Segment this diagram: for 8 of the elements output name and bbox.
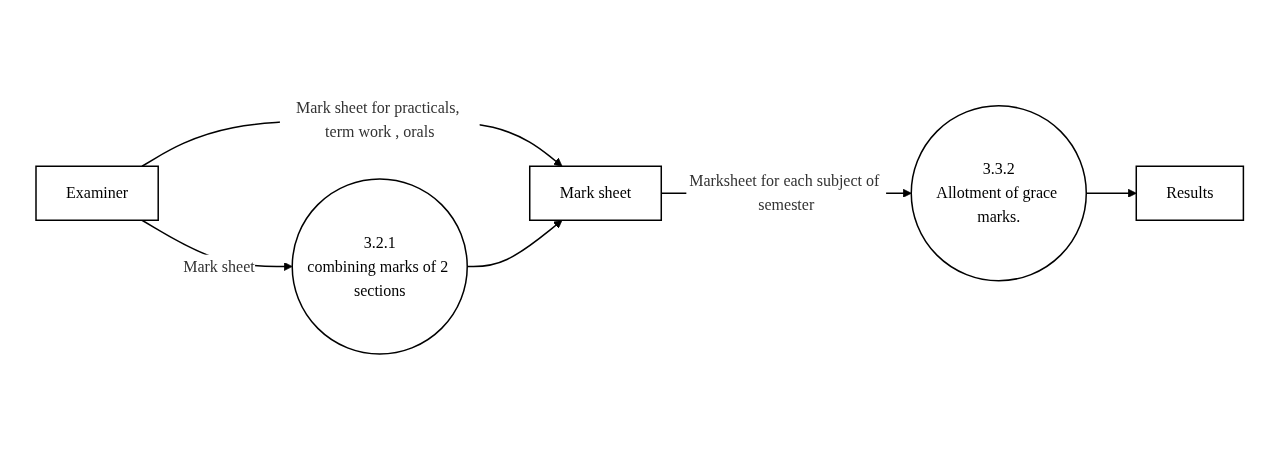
node-box: Mark sheet	[529, 165, 663, 221]
node-circle: 3.2.1 combining marks of 2 sections	[291, 177, 469, 355]
edge-label: Mark sheet	[183, 257, 256, 274]
node-circle: 3.3.2 Allotment of grace marks.	[910, 104, 1088, 281]
edge-label: Mark sheet for practicals, term work , orals	[296, 98, 460, 140]
node-box: Results	[1135, 165, 1245, 221]
node-box: Examiner	[35, 165, 160, 221]
edge-label: Marksheet for each subject of semester	[689, 171, 880, 213]
